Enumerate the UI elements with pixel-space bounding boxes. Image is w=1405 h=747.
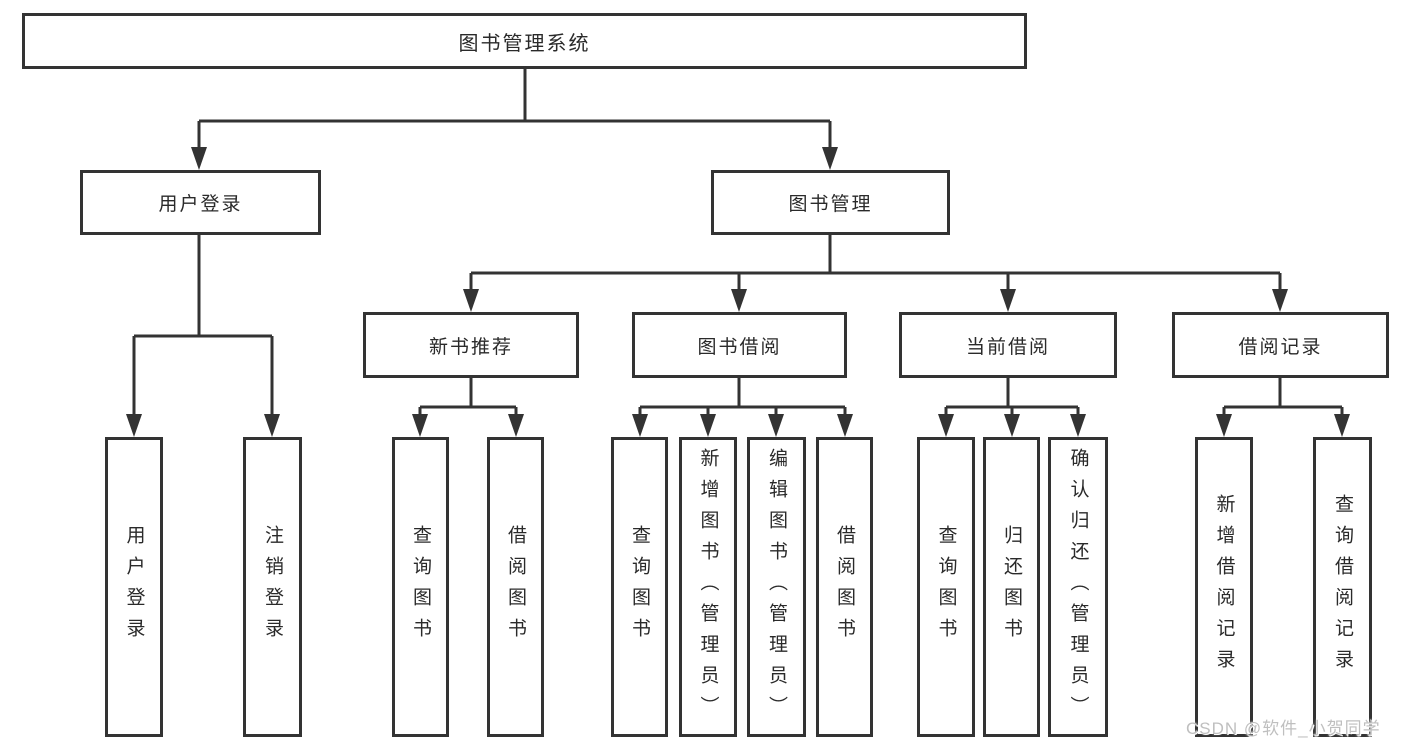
- leaf-user-login: 用户登录: [105, 437, 163, 737]
- node-root-label: 图书管理系统: [458, 32, 591, 55]
- node-borrow-records: 借阅记录: [1172, 312, 1389, 378]
- leaf-borrow-edit-label: 编辑图书（管理员）: [766, 447, 787, 727]
- node-borrow-records-label: 借阅记录: [1238, 336, 1323, 358]
- leaf-user-logout-label: 注销登录: [262, 525, 283, 649]
- node-new-books: 新书推荐: [363, 312, 579, 378]
- leaf-records-query: 查询借阅记录: [1313, 437, 1372, 737]
- leaf-borrow-borrow-label: 借阅图书: [834, 525, 855, 649]
- csdn-watermark: CSDN @软件_小贺同学: [1186, 719, 1381, 738]
- leaf-current-confirm-label: 确认归还（管理员）: [1067, 447, 1089, 727]
- arrowheads: [126, 147, 1350, 437]
- leaf-borrow-borrow: 借阅图书: [816, 437, 873, 737]
- node-current-borrow: 当前借阅: [899, 312, 1117, 378]
- leaf-current-return-label: 归还图书: [1001, 525, 1022, 649]
- leaf-current-confirm: 确认归还（管理员）: [1048, 437, 1108, 737]
- leaf-current-query-label: 查询图书: [935, 525, 957, 649]
- leaf-records-add: 新增借阅记录: [1195, 437, 1253, 737]
- node-user-login-label: 用户登录: [158, 194, 243, 215]
- leaf-borrow-query-label: 查询图书: [629, 525, 650, 649]
- leaf-newbooks-borrow: 借阅图书: [487, 437, 544, 737]
- leaf-borrow-add: 新增图书（管理员）: [679, 437, 737, 737]
- leaf-borrow-add-label: 新增图书（管理员）: [697, 447, 719, 727]
- leaf-user-login-label: 用户登录: [123, 525, 145, 649]
- node-book-borrow-label: 图书借阅: [697, 336, 782, 358]
- leaf-borrow-edit: 编辑图书（管理员）: [747, 437, 806, 737]
- node-new-books-label: 新书推荐: [428, 336, 513, 358]
- leaf-user-logout: 注销登录: [243, 437, 302, 737]
- leaf-current-query: 查询图书: [917, 437, 975, 737]
- leaf-newbooks-query-label: 查询图书: [410, 525, 431, 649]
- leaf-records-add-label: 新增借阅记录: [1213, 494, 1235, 680]
- node-user-login: 用户登录: [80, 170, 321, 235]
- leaf-current-return: 归还图书: [983, 437, 1040, 737]
- leaf-borrow-query: 查询图书: [611, 437, 668, 737]
- leaf-newbooks-borrow-label: 借阅图书: [505, 525, 526, 649]
- leaf-records-query-label: 查询借阅记录: [1332, 494, 1353, 680]
- leaf-newbooks-query: 查询图书: [392, 437, 449, 737]
- node-book-borrow: 图书借阅: [632, 312, 847, 378]
- node-current-borrow-label: 当前借阅: [965, 336, 1050, 358]
- node-book-mgmt-label: 图书管理: [788, 194, 873, 215]
- node-root: 图书管理系统: [22, 13, 1027, 69]
- node-book-mgmt: 图书管理: [711, 170, 950, 235]
